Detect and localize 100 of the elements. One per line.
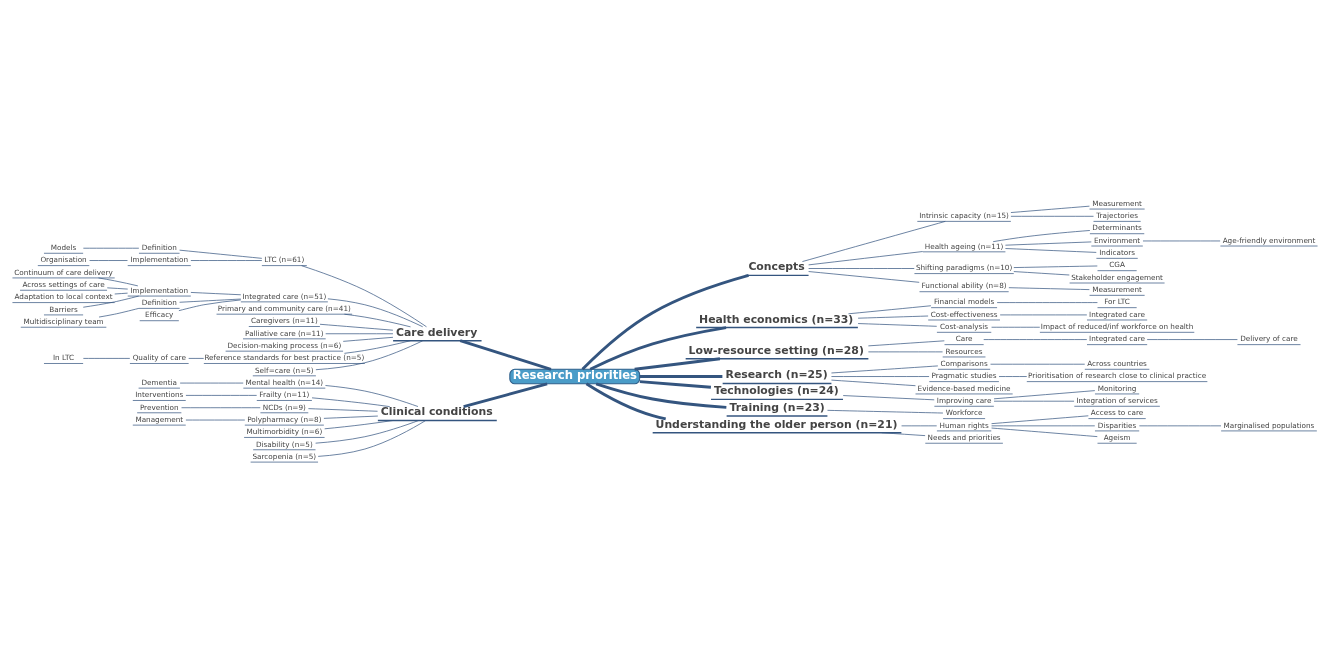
connector [319,323,394,331]
connector [463,382,548,408]
node-text: Technologies (n=24) [713,384,839,398]
node-text: Integrated care [1089,334,1146,344]
node-text: Across settings of care [22,280,105,289]
connector [983,339,1088,340]
node-text: Mental health (n=14) [245,377,324,387]
node-box: Research priorities [509,368,641,385]
connector [324,420,394,430]
node-text: Definition [141,298,177,308]
connector [315,420,420,444]
node-text: Resources [945,346,983,356]
connector [188,358,205,359]
node-text: Delivery of care [1240,334,1298,344]
connector [106,287,129,290]
node-text: Reference standards for best practice (n=5) [204,353,365,363]
connector [1013,265,1098,268]
node-text: Determinants [1092,223,1142,233]
node-text: Concepts [748,260,805,274]
connector [589,326,727,371]
node-text: Research (n=25) [725,368,828,382]
connector [1010,215,1094,217]
connector [315,340,424,371]
node-text: Implementation [130,255,189,265]
connector [1008,287,1090,290]
connector [323,415,379,419]
node-text: Functional ability (n=8) [921,281,1007,291]
node-text: Stakeholder engagement [1071,272,1163,282]
node-text: In LTC [52,353,75,363]
node-text: Pragmatic studies [931,371,997,381]
connector [991,425,1096,427]
connector [831,379,916,387]
connector [991,415,1089,425]
node-text: Financial models [933,297,995,307]
connector [857,323,938,327]
connector [991,427,1098,437]
connector [585,382,667,421]
connector [1005,248,1097,253]
connector [831,365,939,374]
node-text: Workforce [945,408,983,418]
connector [881,432,926,436]
node-text: Models [50,243,77,253]
node-text: Interventions [135,390,184,400]
node-text: Low-resource setting (n=28) [688,343,864,357]
node-text: NCDs (n=9) [262,402,306,412]
node-text: Care delivery [396,325,478,339]
node-text: Age-friendly environment [1222,235,1316,245]
connector [325,385,419,407]
connector [1146,339,1238,340]
node-text: Prioritisation of research close to clinical practice [1028,371,1207,381]
node-text: Understanding the older person (n=21) [655,417,898,431]
connector [317,420,427,457]
connector [190,260,263,261]
connector [808,268,915,269]
connector [98,277,139,287]
connector [827,409,944,414]
connector [808,251,924,266]
node-text: Organisation [40,255,87,265]
connector [581,274,749,371]
node-text: Decision-making process (n=6) [227,340,342,350]
node-text: Needs and priorities [927,432,1001,442]
connector [308,408,378,412]
node-text: Disability (n=5) [255,439,313,449]
node-text: Disparities [1097,420,1137,430]
node-text: Sarcopenia (n=5) [252,451,317,461]
node-text: Primary and community care (n=41) [217,303,351,313]
connector [185,395,258,396]
connector [311,397,391,407]
connector [344,313,411,328]
node-text: LTC (n=61) [264,255,305,265]
node-text: Trajectories [1096,211,1138,221]
node-text: Continuum of care delivery [14,267,113,277]
connector [1005,241,1092,246]
node-text: CGA [1109,260,1125,270]
node-text: Indicators [1099,248,1135,258]
node-text: Across countries [1087,359,1147,369]
connector [993,390,1096,400]
connector [89,260,128,261]
connector [1010,205,1090,213]
node-text: Barriers [49,304,78,314]
node-text: Dementia [141,377,177,387]
node-text: Integration of services [1076,396,1158,406]
connector [992,230,1091,243]
node-text: Evidence-based medicine [917,383,1011,393]
connector [996,302,1098,303]
connector [595,382,727,409]
connector [998,376,1028,377]
connector [1013,271,1070,276]
node-text: Impact of reduced/inf workforce on health [1040,322,1194,332]
node-text: For LTC [1104,297,1130,307]
connector [114,292,128,295]
connector [459,339,552,371]
connector [327,298,424,328]
node-text: Adaptation to local context [14,292,113,302]
node-text: Definition [141,243,177,253]
node-text: Health ageing (n=11) [924,241,1004,251]
node-text: Palliative care (n=11) [245,328,324,338]
connector [98,308,140,318]
node-text: Comparisons [940,359,988,369]
node-text: Improving care [936,396,992,406]
